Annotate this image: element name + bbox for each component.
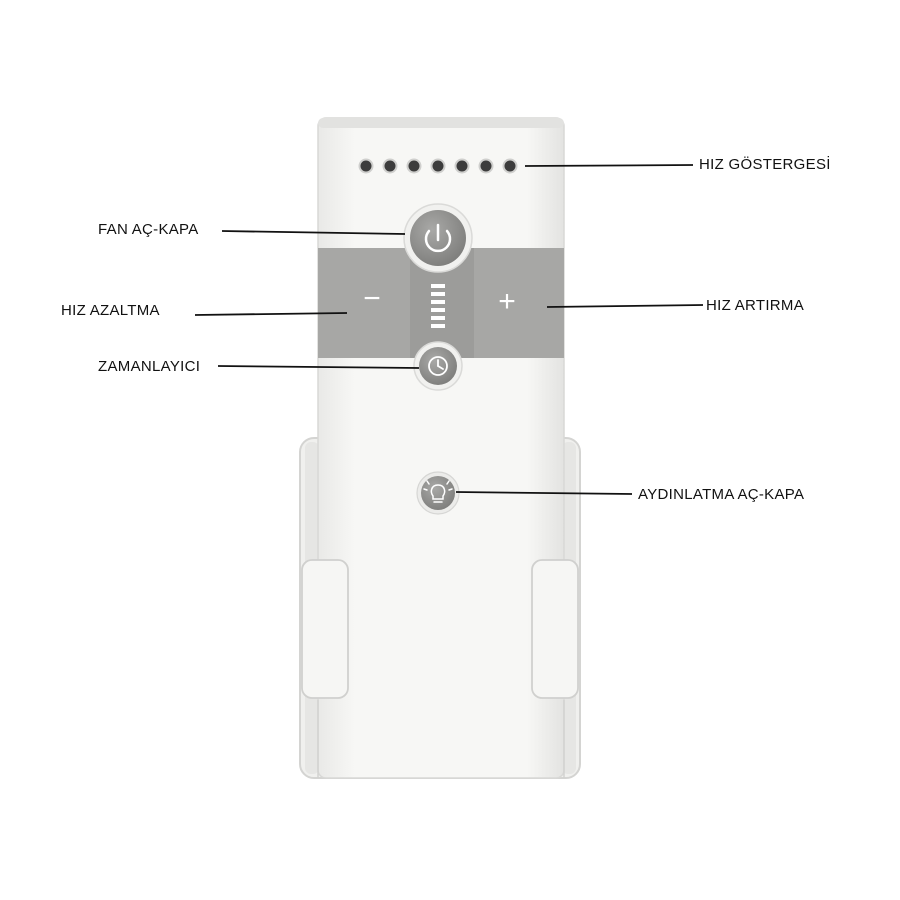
- leader-fan-toggle: [221, 230, 406, 235]
- speed-led-2: [382, 158, 398, 174]
- light-button[interactable]: [416, 471, 460, 515]
- label-speed-down: HIZ AZALTMA: [61, 302, 160, 319]
- speed-bar-stack: [431, 284, 445, 328]
- minus-button[interactable]: −: [363, 282, 381, 315]
- speed-led-4: [430, 158, 446, 174]
- leader-speed-up: [546, 304, 704, 308]
- right-clip: [531, 559, 579, 699]
- speed-led-5: [454, 158, 470, 174]
- remote-top-cap: [318, 118, 564, 128]
- left-clip: [301, 559, 349, 699]
- light-bulb-icon: [423, 480, 453, 503]
- power-icon: [424, 223, 452, 253]
- leader-light-toggle: [455, 491, 633, 495]
- power-button[interactable]: [403, 203, 473, 273]
- label-fan-toggle: FAN AÇ-KAPA: [98, 221, 199, 238]
- speed-indicator-leds: [358, 158, 518, 174]
- leader-timer: [217, 365, 420, 369]
- clock-icon: [428, 356, 448, 376]
- leader-speed-indicator: [524, 164, 694, 167]
- speed-led-7: [502, 158, 518, 174]
- leader-lines: [194, 164, 704, 495]
- speed-led-6: [478, 158, 494, 174]
- speed-led-3: [406, 158, 422, 174]
- speed-led-1: [358, 158, 374, 174]
- label-speed-indicator: HIZ GÖSTERGESİ: [699, 156, 831, 173]
- label-speed-up: HIZ ARTIRMA: [706, 297, 805, 314]
- label-timer: ZAMANLAYICI: [98, 358, 201, 375]
- leader-speed-down: [194, 312, 348, 316]
- label-light-toggle: AYDINLATMA AÇ-KAPA: [638, 486, 805, 503]
- plus-button[interactable]: +: [498, 285, 516, 318]
- timer-button[interactable]: [413, 341, 463, 391]
